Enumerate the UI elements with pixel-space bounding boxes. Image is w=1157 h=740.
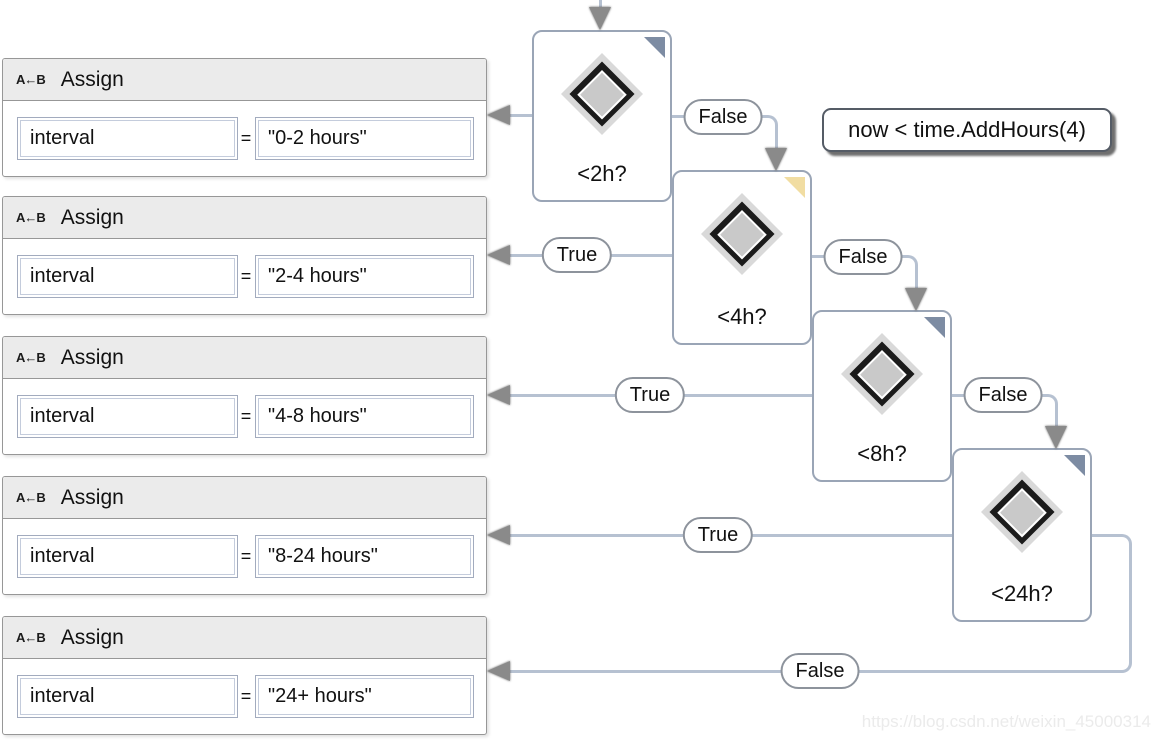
assign-header: A←B Assign xyxy=(3,337,486,379)
arrowhead-left-icon xyxy=(487,245,510,265)
decision-label: <8h? xyxy=(857,441,907,466)
assign-to-field[interactable]: interval xyxy=(17,535,238,578)
assign-icon: A←B xyxy=(16,350,46,365)
equals-sign: = xyxy=(240,128,252,148)
assign-activity-0-2-hours[interactable]: A←B Assign interval = "0-2 hours" xyxy=(2,58,487,177)
assign-to-field[interactable]: interval xyxy=(17,255,238,298)
connector-elbow xyxy=(766,115,778,127)
connector-entry[interactable] xyxy=(599,0,602,10)
assign-body: interval = "4-8 hours" xyxy=(3,379,486,454)
assign-title: Assign xyxy=(60,67,124,91)
assign-title: Assign xyxy=(60,485,124,509)
assign-body: interval = "24+ hours" xyxy=(3,659,486,734)
arrowhead-left-icon xyxy=(487,385,510,405)
connector-24h-false[interactable] xyxy=(1092,534,1120,537)
assign-icon: A←B xyxy=(16,630,46,645)
assign-to-field[interactable]: interval xyxy=(17,675,238,718)
arrowhead-down-icon xyxy=(1045,426,1067,449)
assign-body: interval = "8-24 hours" xyxy=(3,519,486,594)
assign-value-field[interactable]: "8-24 hours" xyxy=(255,535,474,578)
corner-flag-icon xyxy=(644,37,665,58)
arrowhead-down-icon xyxy=(905,288,927,311)
arrowhead-left-icon xyxy=(487,525,510,545)
connector-4h-false-drop[interactable] xyxy=(915,266,918,292)
corner-flag-icon xyxy=(784,177,805,198)
connector-elbow xyxy=(1120,661,1132,673)
assign-body: interval = "0-2 hours" xyxy=(3,101,486,176)
decision-diamond-icon xyxy=(700,192,784,276)
decision-diamond-icon xyxy=(560,52,644,136)
assign-title: Assign xyxy=(60,345,124,369)
equals-sign: = xyxy=(240,406,252,426)
connector-elbow xyxy=(1120,534,1132,546)
arrowhead-down-icon xyxy=(765,148,787,171)
condition-annotation: now < time.AddHours(4) xyxy=(822,108,1112,152)
assign-to-field[interactable]: interval xyxy=(17,395,238,438)
connector-2h-false-drop[interactable] xyxy=(775,126,778,152)
decision-label: <2h? xyxy=(577,161,627,186)
decision-label: <4h? xyxy=(717,304,767,329)
decision-node-4h[interactable]: <4h? xyxy=(672,170,812,345)
watermark-url: https://blog.csdn.net/weixin_45000314 xyxy=(861,712,1151,731)
decision-node-2h[interactable]: <2h? xyxy=(532,30,672,202)
assign-activity-4-8-hours[interactable]: A←B Assign interval = "4-8 hours" xyxy=(2,336,487,455)
edge-label-false: False xyxy=(963,377,1043,413)
assign-icon: A←B xyxy=(16,490,46,505)
connector-elbow xyxy=(906,255,918,267)
assign-icon: A←B xyxy=(16,210,46,225)
edge-label-false: False xyxy=(823,239,903,275)
connector-2h-true[interactable] xyxy=(500,114,532,117)
assign-header: A←B Assign xyxy=(3,477,486,519)
assign-value-field[interactable]: "4-8 hours" xyxy=(255,395,474,438)
decision-diamond-icon xyxy=(840,332,924,416)
arrowhead-left-icon xyxy=(487,105,510,125)
assign-value-field[interactable]: "24+ hours" xyxy=(255,675,474,718)
assign-activity-8-24-hours[interactable]: A←B Assign interval = "8-24 hours" xyxy=(2,476,487,595)
corner-flag-icon xyxy=(924,317,945,338)
assign-title: Assign xyxy=(60,205,124,229)
decision-node-24h[interactable]: <24h? xyxy=(952,448,1092,622)
arrowhead-down-icon xyxy=(589,7,611,30)
assign-icon: A←B xyxy=(16,72,46,87)
assign-header: A←B Assign xyxy=(3,617,486,659)
equals-sign: = xyxy=(240,546,252,566)
equals-sign: = xyxy=(240,686,252,706)
assign-to-field[interactable]: interval xyxy=(17,117,238,160)
assign-header: A←B Assign xyxy=(3,59,486,101)
decision-diamond-icon xyxy=(980,470,1064,554)
decision-label: <24h? xyxy=(991,581,1053,606)
edge-label-true: True xyxy=(614,377,686,413)
edge-label-true: True xyxy=(682,517,754,553)
assign-activity-2-4-hours[interactable]: A←B Assign interval = "2-4 hours" xyxy=(2,196,487,315)
connector-24h-false-drop[interactable] xyxy=(1129,545,1132,662)
assign-body: interval = "2-4 hours" xyxy=(3,239,486,314)
edge-label-false: False xyxy=(780,653,860,689)
arrowhead-left-icon xyxy=(487,661,510,681)
edge-label-true: True xyxy=(541,237,613,273)
assign-header: A←B Assign xyxy=(3,197,486,239)
assign-value-field[interactable]: "0-2 hours" xyxy=(255,117,474,160)
edge-label-false: False xyxy=(683,99,763,135)
assign-title: Assign xyxy=(60,625,124,649)
equals-sign: = xyxy=(240,266,252,286)
connector-elbow xyxy=(1046,394,1058,406)
assign-activity-24-plus-hours[interactable]: A←B Assign interval = "24+ hours" xyxy=(2,616,487,735)
connector-8h-false-drop[interactable] xyxy=(1055,405,1058,427)
decision-node-8h[interactable]: <8h? xyxy=(812,310,952,482)
assign-value-field[interactable]: "2-4 hours" xyxy=(255,255,474,298)
corner-flag-icon xyxy=(1064,455,1085,476)
